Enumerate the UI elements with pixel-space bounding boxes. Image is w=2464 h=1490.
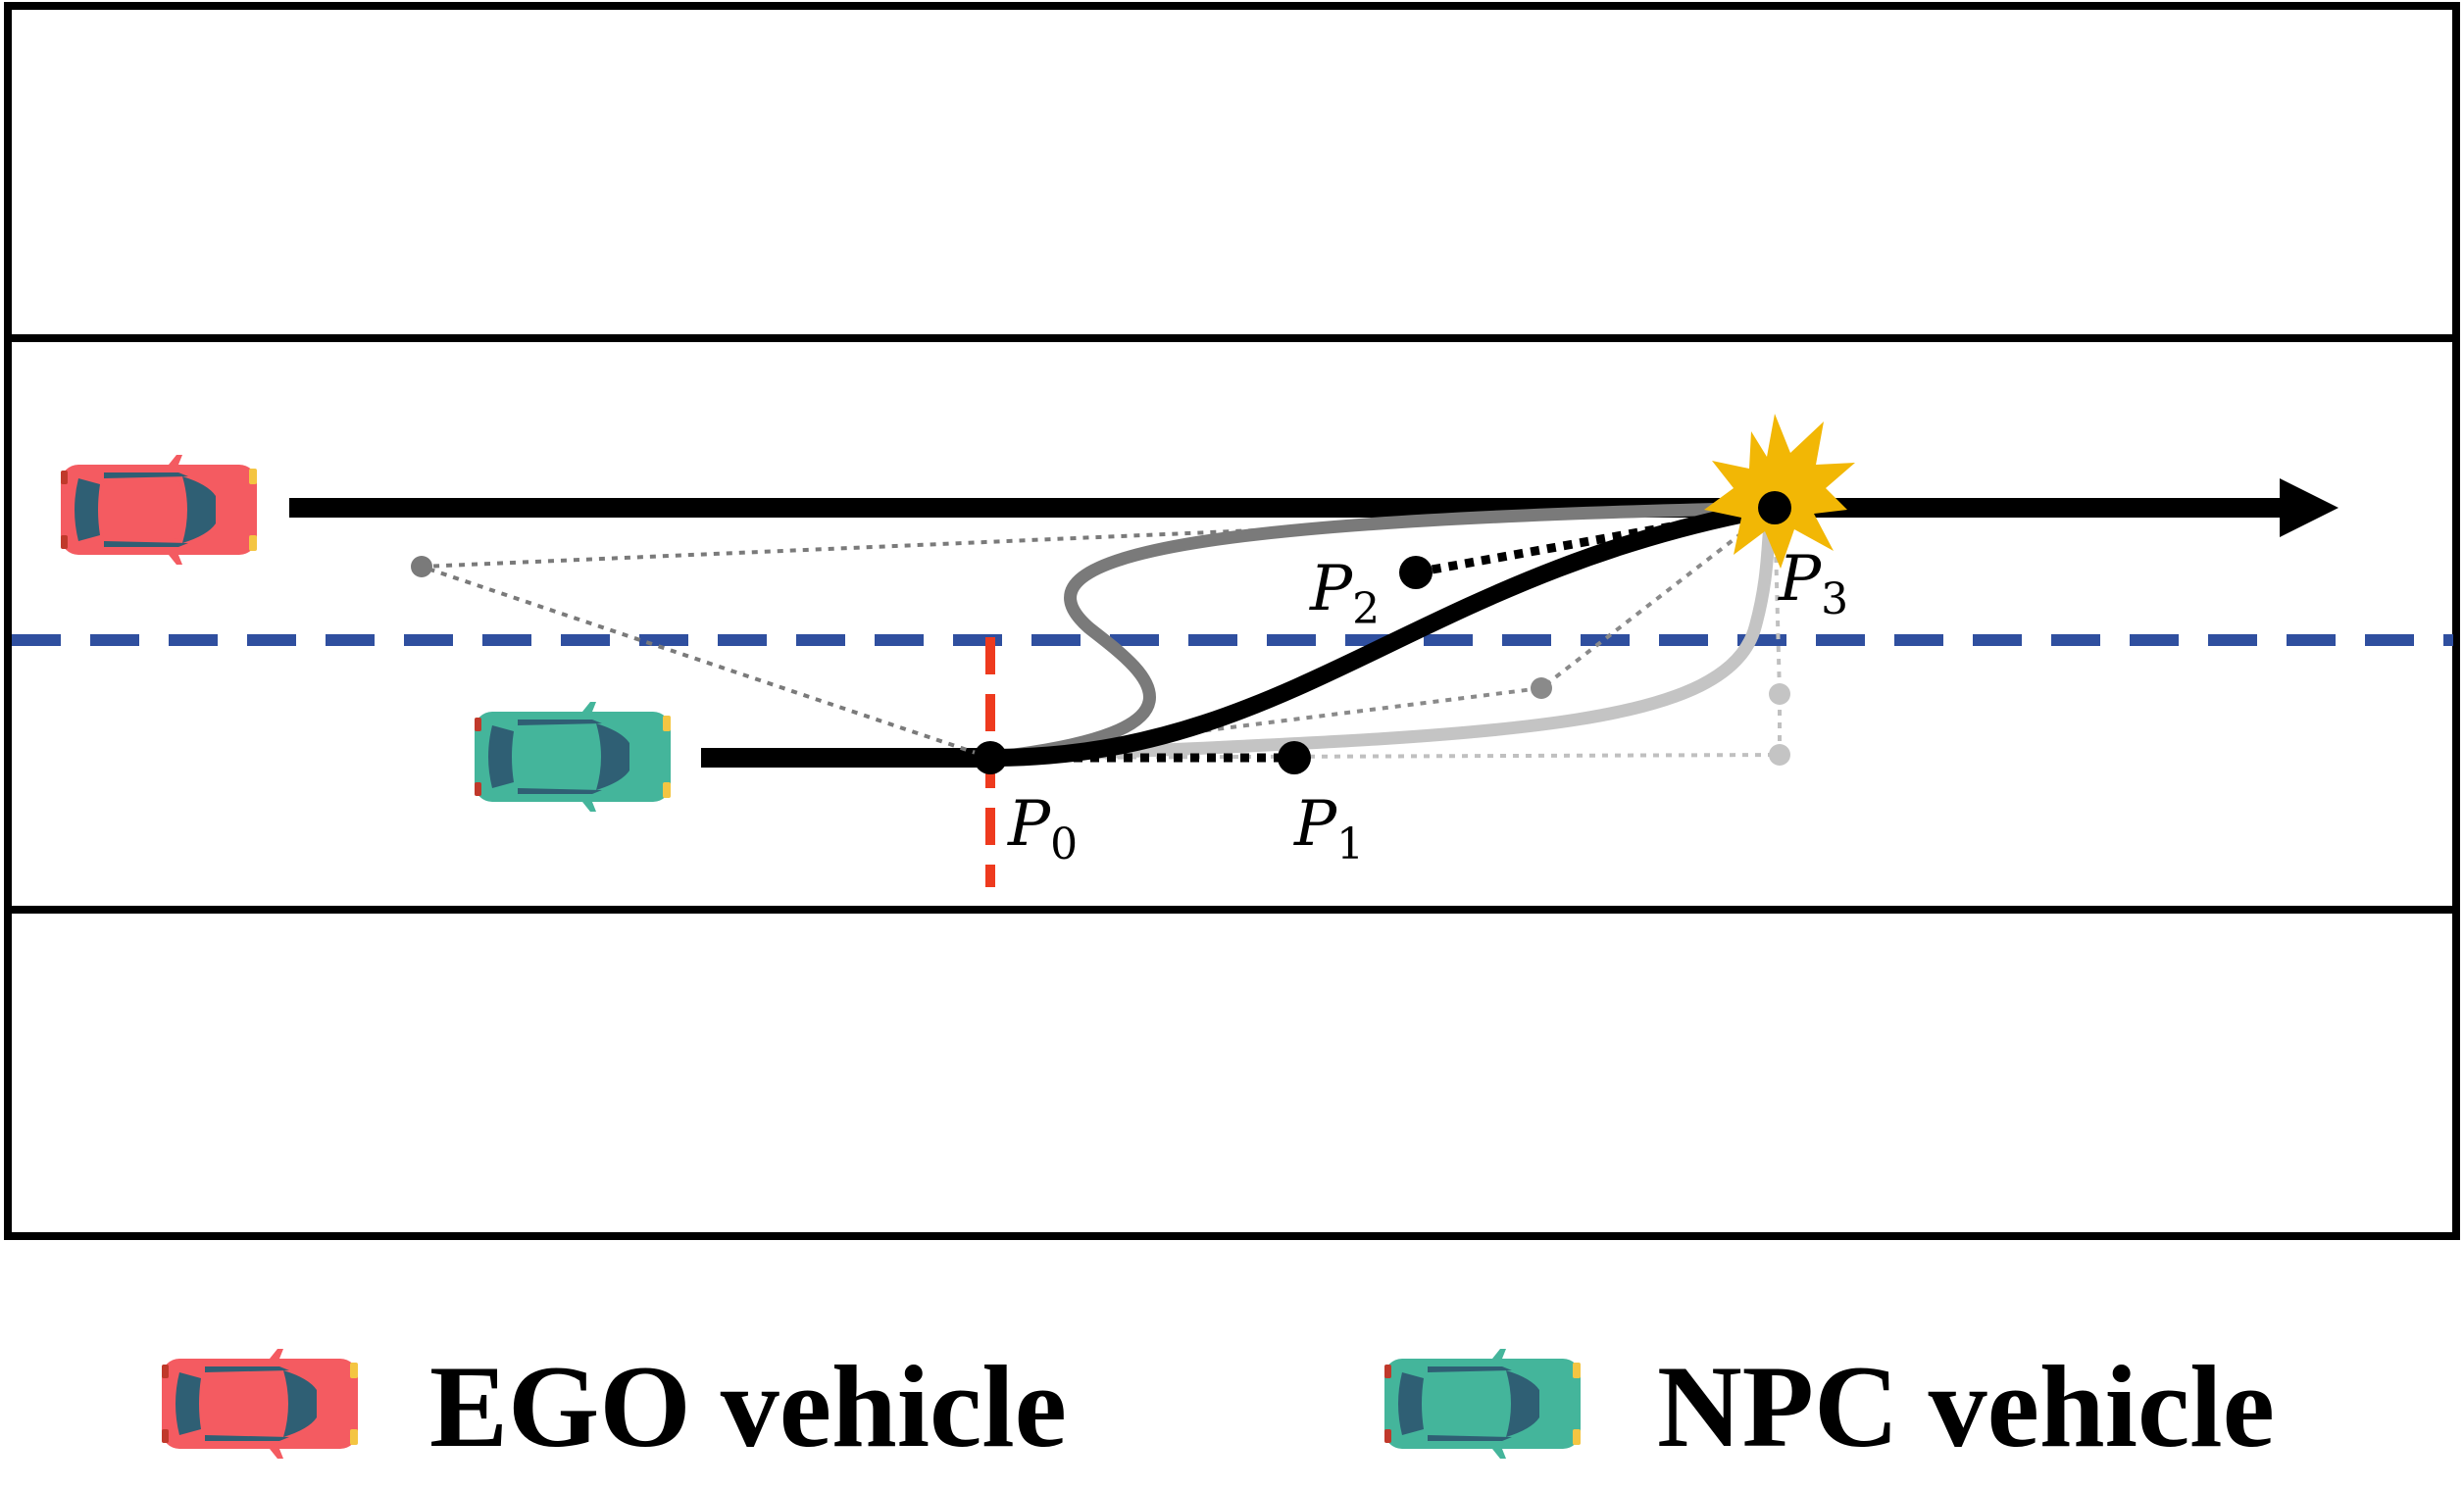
legend-npc-label: NPC vehicle [1657, 1341, 2275, 1471]
main-bezier [981, 499, 1784, 767]
legend-npc: NPC vehicle [1384, 1341, 2275, 1471]
red-car-icon [162, 1349, 358, 1459]
alt-control-point [1531, 677, 1552, 699]
control-point-p2 [1399, 556, 1433, 589]
label-p0: P0 [1007, 788, 1078, 869]
alt-control-polygon-mid [989, 506, 1777, 760]
alt-control-point [411, 556, 432, 577]
ego-path-arrow [289, 478, 2338, 537]
control-point-p0 [974, 741, 1007, 774]
control-point-p3 [1758, 491, 1791, 524]
arrow-head-icon [2280, 478, 2338, 537]
legend-ego: EGO vehicle [162, 1341, 1067, 1471]
label-p2: P2 [1309, 553, 1380, 634]
alt-control-point [1769, 683, 1790, 705]
ego-vehicle [61, 455, 257, 565]
label-p3: P3 [1778, 543, 1848, 624]
label-p1: P1 [1293, 788, 1364, 869]
teal-car-icon [1384, 1349, 1581, 1459]
alt-control-polygon-light [989, 507, 1782, 760]
alt-control-polygons [411, 506, 1790, 766]
legend-ego-label: EGO vehicle [429, 1341, 1067, 1471]
alt-trajectories [983, 501, 1782, 765]
alt-trajectory-light [983, 501, 1782, 765]
red-car-icon [61, 455, 257, 565]
collision-burst-icon [1704, 414, 1855, 569]
control-points [974, 491, 1791, 774]
main-trajectory [981, 499, 1784, 767]
control-point-p1 [1278, 741, 1311, 774]
alt-control-point [1769, 744, 1790, 766]
road [4, 2, 2460, 1240]
legend: EGO vehicle NPC vehicle [162, 1341, 2275, 1471]
npc-vehicle [475, 702, 671, 812]
teal-car-icon [475, 702, 671, 812]
alt-trajectory-dark [983, 501, 1782, 765]
road-border [4, 2, 2460, 1240]
